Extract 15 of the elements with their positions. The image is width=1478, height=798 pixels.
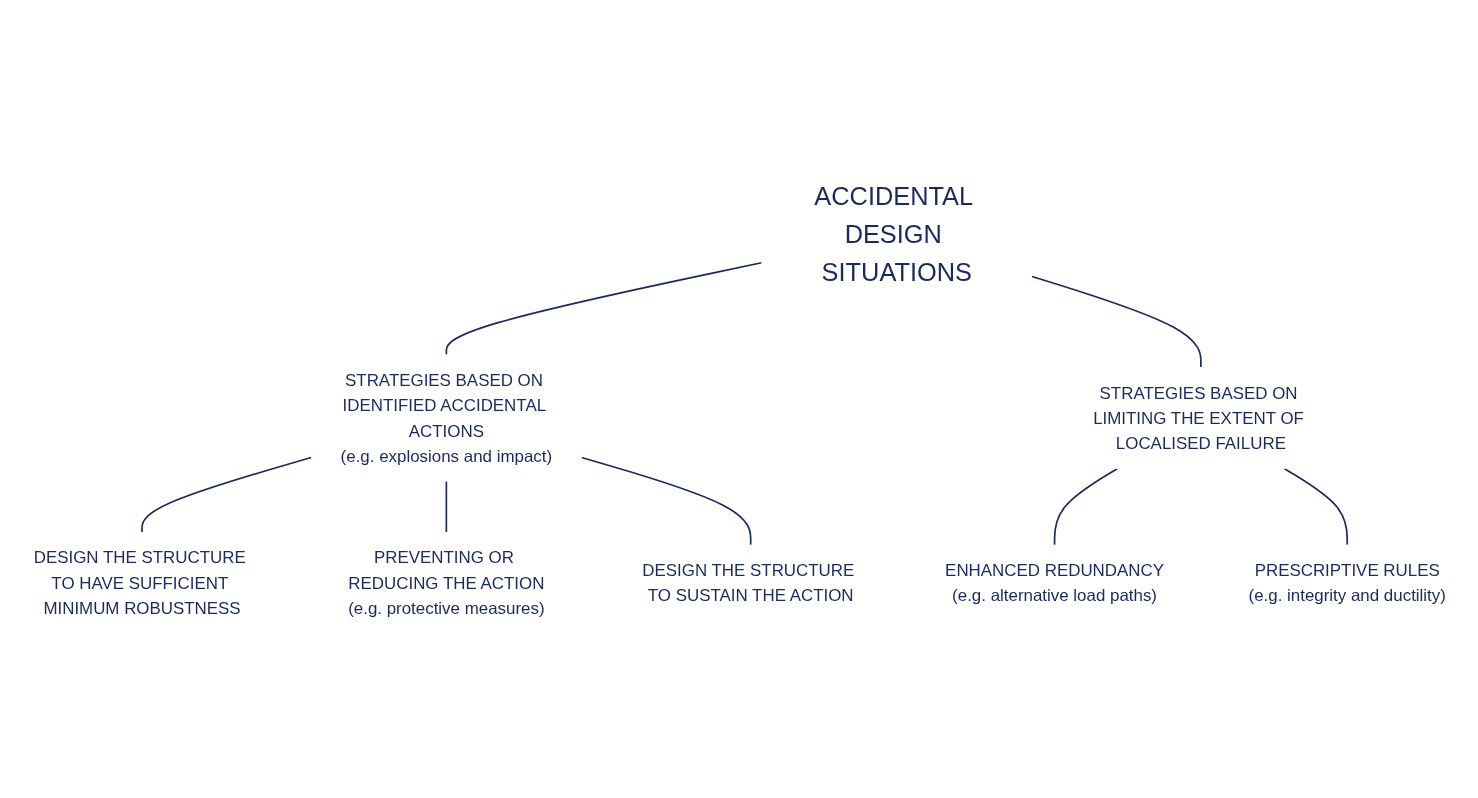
node-text: DESIGN THE STRUCTURE TO SUSTAIN THE ACTION xyxy=(642,560,855,605)
node-text: STRATEGIES BASED ON LIMITING THE EXTENT OF LOCALISED FAILURE xyxy=(1093,383,1304,453)
connector xyxy=(580,456,752,546)
connector xyxy=(1283,467,1349,546)
connector xyxy=(445,480,448,533)
connector xyxy=(1053,467,1119,546)
node-text: PRESCRIPTIVE RULES (e.g. integrity and ductility) xyxy=(1248,560,1446,605)
node-text: DESIGN THE STRUCTURE TO HAVE SUFFICIENT MINIMUM ROBUSTNESS xyxy=(33,548,246,618)
connector xyxy=(141,456,312,533)
node-text: PREVENTING OR REDUCING THE ACTION (e.g. protective measures) xyxy=(348,548,545,618)
node-text: ACCIDENTAL DESIGN SITUATIONS xyxy=(814,182,973,287)
connector xyxy=(445,261,763,356)
connector xyxy=(1031,275,1202,369)
node-text: ENHANCED REDUNDANCY (e.g. alternative load paths) xyxy=(945,560,1164,605)
node-text: STRATEGIES BASED ON IDENTIFIED ACCIDENTAL ACTIONS (e.g. explosions and impact) xyxy=(340,370,553,466)
